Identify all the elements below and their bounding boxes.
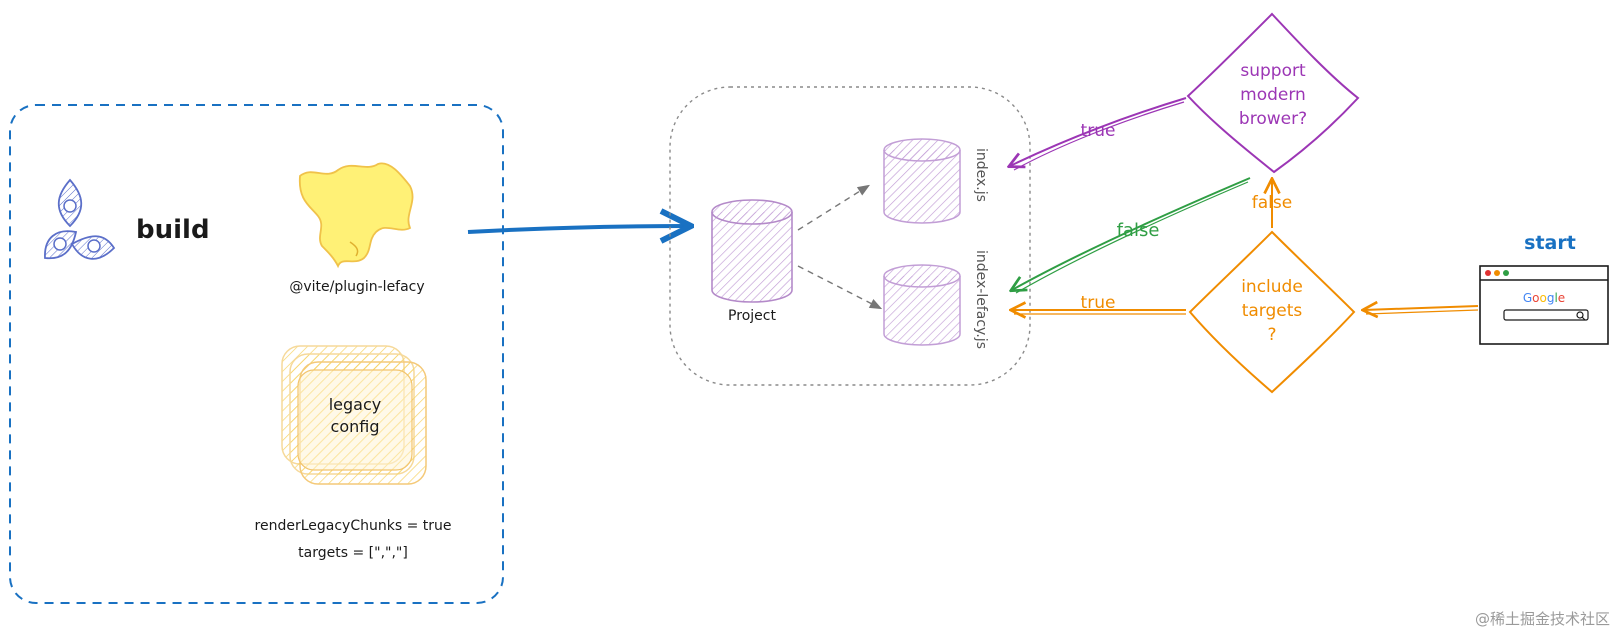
- option-line1: renderLegacyChunks = true: [255, 518, 452, 534]
- modern-line2: modern: [1240, 85, 1306, 105]
- browser-search-bar: [1503, 309, 1589, 321]
- build-panel-border: [9, 104, 504, 604]
- targets-line3: ?: [1267, 325, 1276, 345]
- config-label-line2: config: [331, 417, 380, 436]
- plugin-label: @vite/plugin-lefacy: [289, 279, 424, 295]
- start-to-targets-arrow: [1364, 306, 1479, 310]
- config-label-line1: legacy: [329, 395, 382, 414]
- index-legacy-js-label: index-lefacy.js: [973, 250, 989, 349]
- project-cylinder: [711, 199, 793, 303]
- index-js-cylinder: [883, 138, 961, 224]
- modern-true-label: true: [1081, 121, 1116, 141]
- modern-line1: support: [1240, 61, 1306, 81]
- start-label: start: [1524, 232, 1576, 254]
- project-to-legacy-arrow: [797, 265, 880, 308]
- targets-decision-diamond: [1188, 230, 1356, 394]
- targets-line1: include: [1241, 277, 1303, 297]
- watermark: @稀土掘金技术社区: [1475, 610, 1610, 628]
- search-icon: [1576, 311, 1586, 321]
- legacy-blob-icon: [298, 162, 414, 269]
- legacy-config-card: [281, 345, 427, 485]
- modern-false-arrow: [1012, 177, 1251, 290]
- browser-window-icon: Google: [1479, 265, 1609, 345]
- project-panel-border: [669, 86, 1031, 386]
- browser-brand: Google: [1523, 291, 1565, 305]
- targets-false-label: false: [1252, 193, 1292, 213]
- modern-false-label: false: [1117, 220, 1160, 241]
- modern-decision-diamond: [1186, 12, 1360, 174]
- index-js-label: index.js: [973, 148, 989, 202]
- vite-plugin-icon: [44, 178, 116, 260]
- build-title: build: [136, 215, 210, 245]
- project-label: Project: [728, 308, 776, 324]
- build-to-project-arrow: [467, 226, 688, 232]
- index-legacy-js-cylinder: [883, 264, 961, 346]
- modern-line3: brower?: [1239, 109, 1307, 129]
- modern-true-arrow: [1010, 97, 1187, 166]
- targets-true-label: true: [1081, 293, 1116, 313]
- targets-line2: targets: [1242, 301, 1303, 321]
- option-line2: targets = [",","]: [298, 545, 408, 561]
- project-to-index-arrow: [797, 186, 868, 231]
